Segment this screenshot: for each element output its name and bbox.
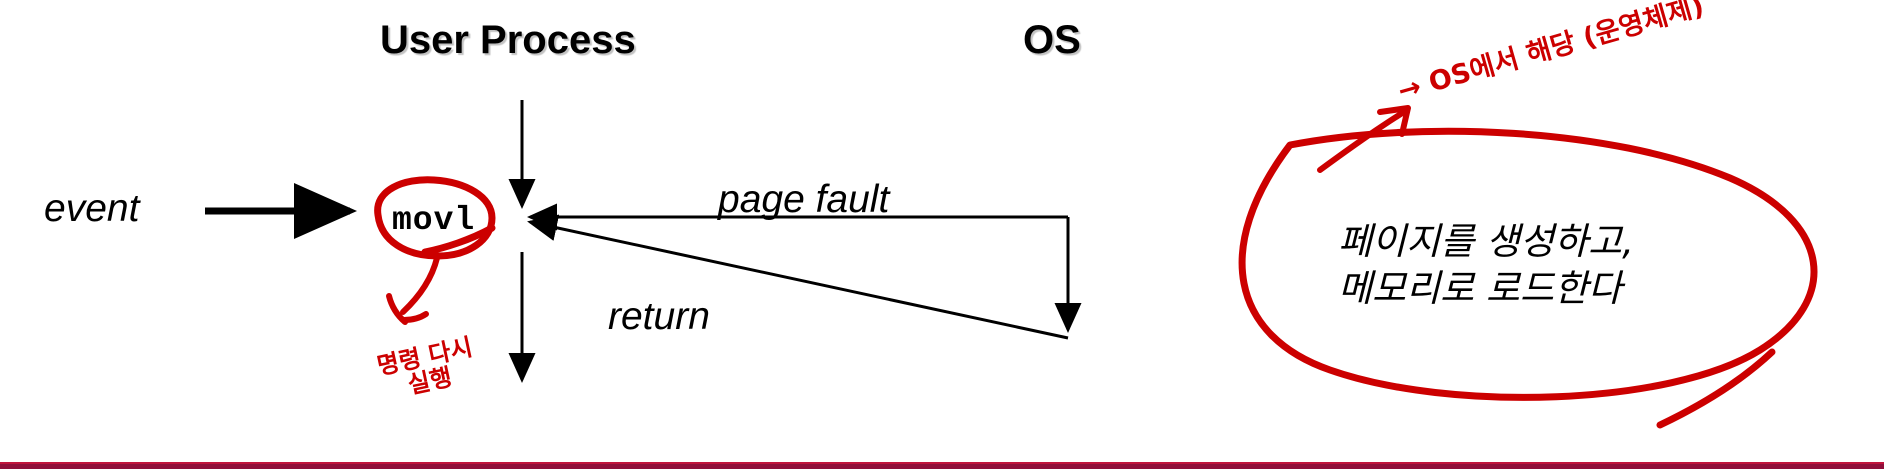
os-description-line-2: 메모리로 로드한다 [1338, 267, 1623, 311]
os-callout-arrow [1317, 105, 1411, 173]
os-description-text: 페이지를 생성하고, 메모리로 로드한다 [1338, 218, 1634, 313]
movl-callout-arrow [386, 255, 440, 325]
label-movl-instruction: movl [392, 202, 476, 239]
bottom-divider-rule [0, 462, 1884, 469]
return-arrow [527, 214, 1069, 340]
column-heading-user-process: User Process [380, 18, 636, 62]
os-circle-annotation [1238, 127, 1818, 429]
os-description-line-1: 페이지를 생성하고, [1338, 220, 1634, 263]
label-page-fault: page fault [718, 178, 890, 221]
column-heading-os: OS [1023, 18, 1081, 62]
label-return: return [608, 295, 710, 338]
movl-circle-annotation [374, 176, 496, 260]
label-event: event [44, 187, 140, 230]
